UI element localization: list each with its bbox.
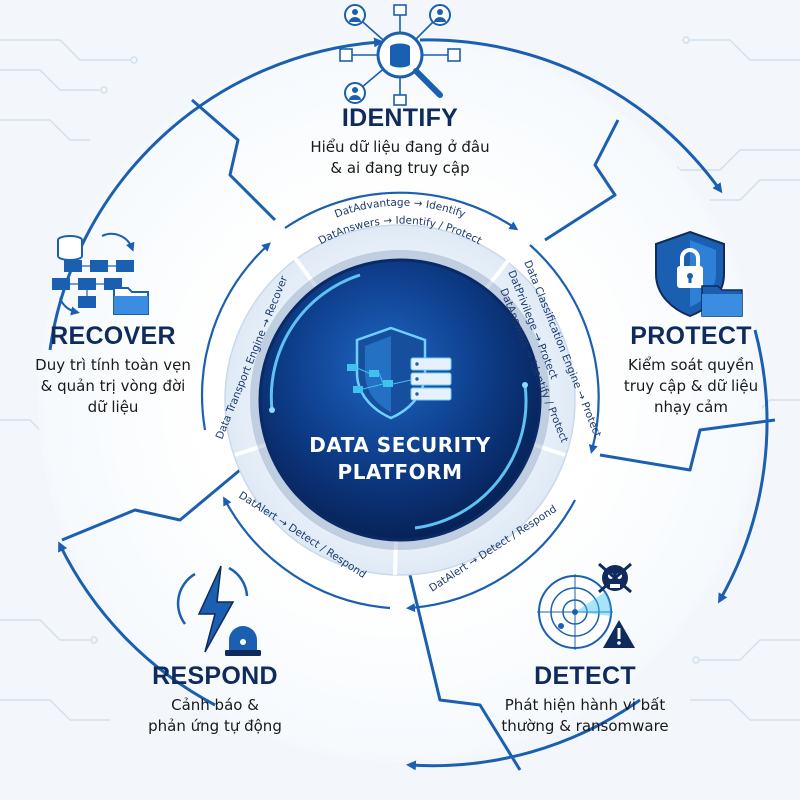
phase-identify: IDENTIFY Hiểu dữ liệu đang ở đâu & ai đa…	[270, 104, 530, 179]
phase-desc-line: Hiểu dữ liệu đang ở đâu	[310, 138, 490, 156]
shield-lock-folder-icon	[655, 230, 743, 318]
phase-detect: DETECT Phát hiện hành vi bất thường & ra…	[470, 662, 700, 737]
phase-desc-line: Kiểm soát quyền	[627, 356, 755, 374]
database-network-search-icon	[339, 4, 461, 106]
phase-desc-line: & ai đang truy cập	[330, 159, 470, 177]
phase-desc-line: Cảnh báo &	[171, 696, 259, 714]
phase-desc-identify: Hiểu dữ liệu đang ở đâu & ai đang truy c…	[270, 137, 530, 179]
radar-skull-warning-icon	[537, 562, 635, 650]
phase-desc-line: Phát hiện hành vi bất	[504, 696, 666, 714]
phase-desc-line: & quản trị vòng đời	[40, 377, 186, 395]
phase-title-identify: IDENTIFY	[341, 104, 459, 132]
outer-cycle-arrows	[48, 37, 769, 771]
arrow-identify-to-protect	[419, 38, 723, 194]
phase-desc-respond: Cảnh báo & phản ứng tự động	[120, 695, 310, 737]
phase-desc-line: dữ liệu	[87, 398, 139, 416]
phase-desc-line: truy cập & dữ liệu	[623, 377, 759, 395]
phase-desc-protect: Kiểm soát quyền truy cập & dữ liệu nhạy …	[596, 355, 786, 418]
database-flow-folder-icon	[52, 232, 149, 316]
arrow-respond-to-recover	[58, 541, 216, 707]
platform-title-line1: DATA SECURITY	[309, 433, 491, 457]
phase-desc-line: phản ứng tự động	[148, 717, 282, 735]
inner-cycle-arrows	[200, 191, 600, 613]
phase-desc-line: Duy trì tính toàn vẹn	[35, 356, 191, 374]
phase-protect: PROTECT Kiểm soát quyền truy cập & dữ li…	[596, 322, 786, 418]
platform-title-line2: PLATFORM	[337, 460, 463, 484]
arrow-protect-to-detect	[718, 329, 769, 604]
phase-desc-line: nhạy cảm	[654, 398, 728, 416]
phase-title-detect: DETECT	[534, 662, 636, 690]
sector-dividers	[61, 98, 776, 771]
phase-recover: RECOVER Duy trì tính toàn vẹn & quản trị…	[18, 322, 208, 418]
phase-desc-line: thường & ransomware	[501, 717, 669, 735]
phase-respond: RESPOND Cảnh báo & phản ứng tự động	[120, 662, 310, 737]
phase-desc-recover: Duy trì tính toàn vẹn & quản trị vòng đờ…	[18, 355, 208, 418]
phase-desc-detect: Phát hiện hành vi bất thường & ransomwar…	[470, 695, 700, 737]
arrow-detect-to-respond	[406, 698, 641, 771]
phase-title-respond: RESPOND	[152, 662, 278, 690]
lightning-alarm-icon	[176, 565, 261, 656]
platform-title: DATA SECURITY PLATFORM	[270, 432, 530, 486]
shield-server-icon	[347, 326, 452, 420]
phase-title-protect: PROTECT	[630, 322, 752, 350]
phase-title-recover: RECOVER	[50, 322, 176, 350]
